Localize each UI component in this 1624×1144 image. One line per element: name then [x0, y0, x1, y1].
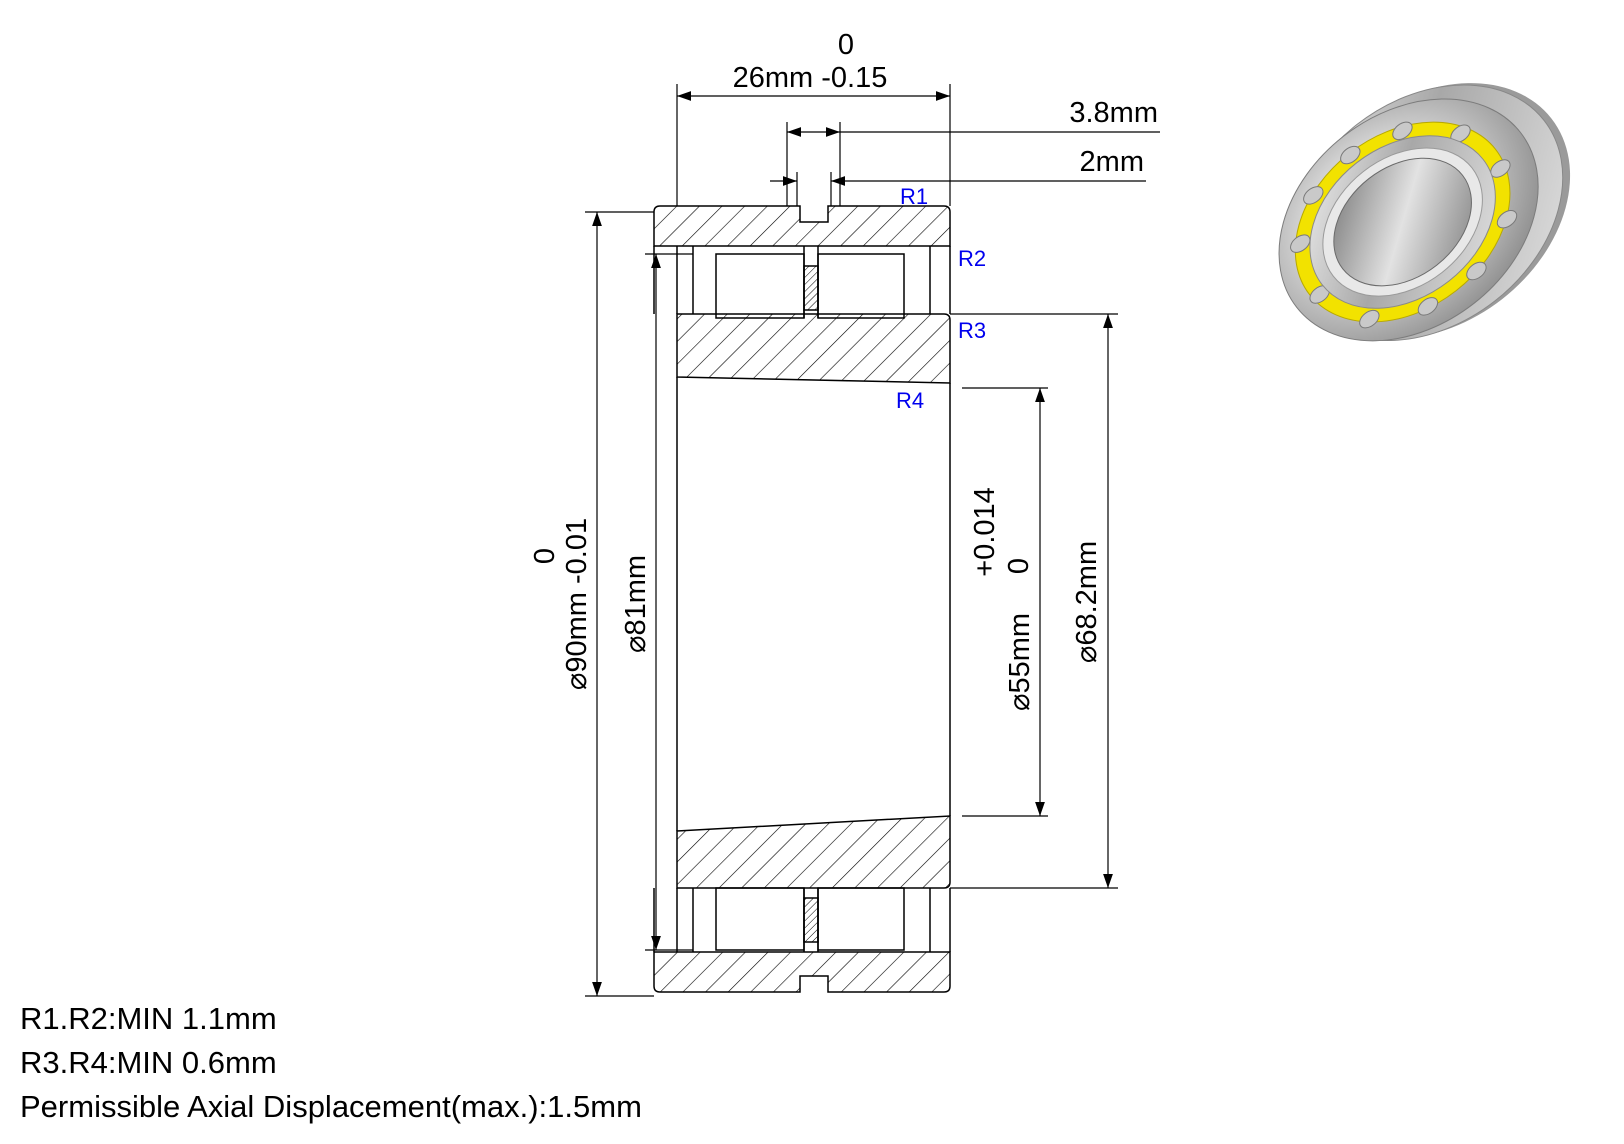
inner-ring-bottom-section — [676, 815, 951, 889]
note-r3-r4: R3.R4:MIN 0.6mm — [20, 1045, 277, 1080]
cage-top — [803, 265, 819, 311]
inner-ring-top-section — [676, 313, 951, 384]
radius-label-r2: R2 — [958, 246, 986, 271]
outer-diameter-tolerance: 0 — [529, 548, 561, 564]
roller-diameter-dimension: ⌀81mm — [620, 555, 652, 653]
outer-ring-top-section — [653, 205, 951, 247]
bore-diameter-dimension: ⌀55mm — [1004, 613, 1036, 711]
notes-block: R1.R2:MIN 1.1mm R3.R4:MIN 0.6mm Permissi… — [20, 997, 642, 1129]
cage-bottom — [803, 897, 819, 943]
outer-diameter-dimension: ⌀90mm -0.01 — [561, 518, 593, 690]
outer-ring-bottom-section — [653, 951, 951, 993]
bore-tolerance-upper: +0.014 — [969, 487, 1001, 577]
radius-label-r1: R1 — [900, 184, 928, 209]
bearing-3d-icon — [1278, 83, 1571, 342]
roller-top-left — [715, 253, 805, 319]
note-axial-displacement: Permissible Axial Displacement(max.):1.5… — [20, 1089, 642, 1124]
dimension-lines — [585, 84, 1160, 997]
roller-bottom-right — [817, 887, 905, 951]
roller-top-right — [817, 253, 905, 319]
radius-label-r4: R4 — [896, 388, 924, 413]
groove-width-dimension: 3.8mm — [1069, 97, 1158, 129]
width-dimension: 26mm -0.15 — [733, 62, 888, 94]
inner-raceway-dimension: ⌀68.2mm — [1071, 541, 1103, 663]
roller-bottom-left — [715, 887, 805, 951]
radius-label-r3: R3 — [958, 318, 986, 343]
note-r1-r2: R1.R2:MIN 1.1mm — [20, 1001, 277, 1036]
width-tolerance: 0 — [838, 29, 854, 61]
bearing-section — [653, 205, 951, 993]
bore-tolerance-lower: 0 — [1003, 558, 1035, 574]
hole-width-dimension: 2mm — [1080, 146, 1144, 178]
